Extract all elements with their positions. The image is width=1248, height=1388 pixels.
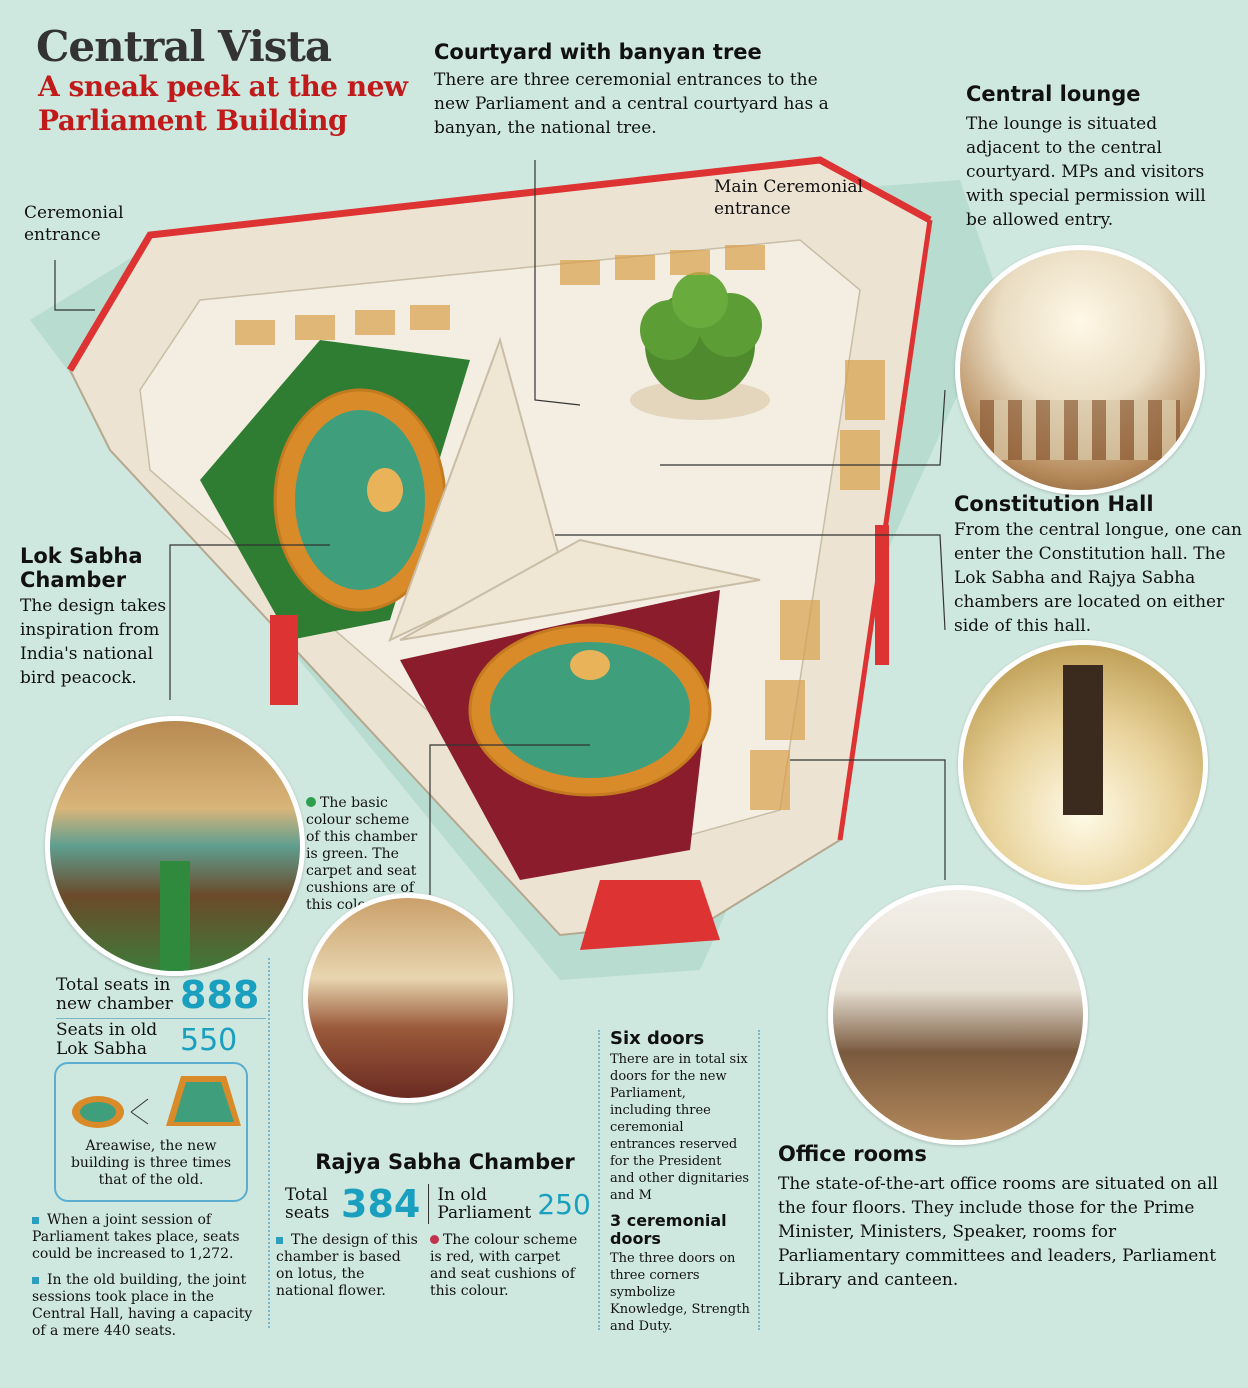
- lok-sabha-old-label: Seats in old Lok Sabha: [56, 1020, 158, 1059]
- lok-sabha-colour-text: The basic colour scheme of this chamber …: [306, 795, 418, 913]
- bullet-text: The colour scheme is red, with carpet an…: [430, 1232, 578, 1299]
- six-doors-heading: Six doors: [610, 1028, 705, 1049]
- main-entrance-label: Main Ceremonial entrance: [714, 177, 863, 219]
- lok-sabha-colour-note: The basic colour scheme of this chamber …: [306, 795, 426, 914]
- bullet-text: When a joint session of Parliament takes…: [32, 1212, 240, 1262]
- rajya-sabha-photo: [303, 893, 513, 1103]
- six-doors-text: There are in total six doors for the new…: [610, 1052, 750, 1203]
- rajya-sabha-old-label: In old Parliament: [437, 1185, 532, 1223]
- bullet-icon: [32, 1216, 39, 1224]
- page-title: Central Vista: [36, 22, 332, 71]
- central-lounge-heading: Central lounge: [966, 82, 1141, 106]
- central-lounge-block: Central lounge The lounge is situated ad…: [966, 82, 1226, 232]
- rajya-sabha-total-label: Total seats: [285, 1185, 330, 1223]
- divider: [598, 1030, 600, 1330]
- office-rooms-text: The state-of-the-art office rooms are si…: [778, 1174, 1218, 1290]
- constitution-hall-photo: [958, 640, 1208, 890]
- area-comparison-icon: [72, 1076, 241, 1128]
- page-subtitle: A sneak peek at the new Parliament Build…: [38, 70, 408, 137]
- ceremonial-doors-heading: 3 ceremonial doors: [610, 1211, 727, 1248]
- lok-sabha-bullet-2: In the old building, the joint sessions …: [32, 1272, 257, 1340]
- rajya-sabha-block: Rajya Sabha Chamber Total seats 384 In o…: [285, 1150, 605, 1226]
- central-lounge-text: The lounge is situated adjacent to the c…: [966, 114, 1206, 230]
- rajya-sabha-bullet-1: The design of this chamber is based on l…: [276, 1232, 421, 1300]
- rajya-sabha-old-value: 250: [537, 1187, 591, 1221]
- bullet-text: The design of this chamber is based on l…: [276, 1232, 418, 1299]
- constitution-hall-block: Constitution Hall From the central longu…: [954, 492, 1244, 638]
- bullet-icon: [276, 1236, 283, 1244]
- area-comparison-box: Areawise, the new building is three time…: [54, 1062, 248, 1202]
- building-illustration: [30, 156, 1000, 980]
- central-lounge-photo: [955, 245, 1205, 495]
- courtyard-heading: Courtyard with banyan tree: [434, 40, 762, 64]
- constitution-hall-text: From the central longue, one can enter t…: [954, 520, 1242, 636]
- courtyard-text: There are three ceremonial entrances to …: [434, 70, 829, 138]
- constitution-hall-heading: Constitution Hall: [954, 492, 1154, 516]
- lok-sabha-photo: [45, 716, 305, 976]
- lok-sabha-heading: Lok Sabha Chamber: [20, 544, 143, 592]
- ceremonial-entrance-label: Ceremonial entrance: [24, 203, 124, 245]
- lok-sabha-block: Lok Sabha Chamber The design takes inspi…: [20, 544, 190, 690]
- courtyard-block: Courtyard with banyan tree There are thr…: [434, 40, 854, 140]
- ceremonial-doors-text: The three doors on three corners symboli…: [610, 1251, 750, 1334]
- lok-sabha-stats: Total seats in new chamber 888 Seats in …: [56, 976, 266, 1059]
- red-dot-icon: [430, 1235, 439, 1244]
- bullet-text: In the old building, the joint sessions …: [32, 1272, 253, 1339]
- lok-sabha-old-value: 550: [180, 1023, 238, 1058]
- office-rooms-block: Office rooms The state-of-the-art office…: [778, 1142, 1218, 1292]
- area-comparison-note: Areawise, the new building is three time…: [70, 1138, 232, 1188]
- office-rooms-photo: [828, 885, 1088, 1145]
- bullet-icon: [32, 1276, 39, 1284]
- rajya-sabha-bullet-2: The colour scheme is red, with carpet an…: [430, 1232, 590, 1300]
- six-doors-block: Six doors There are in total six doors f…: [610, 1028, 750, 1335]
- rajya-sabha-total-value: 384: [341, 1182, 421, 1226]
- lok-sabha-bullet-1: When a joint session of Parliament takes…: [32, 1212, 257, 1263]
- green-dot-icon: [306, 797, 316, 807]
- office-rooms-heading: Office rooms: [778, 1142, 927, 1166]
- lok-sabha-text: The design takes inspiration from India'…: [20, 596, 167, 688]
- divider: [268, 958, 270, 1328]
- lok-sabha-total-value: 888: [180, 973, 260, 1017]
- lok-sabha-total-label: Total seats in new chamber: [56, 975, 173, 1014]
- rajya-sabha-heading: Rajya Sabha Chamber: [315, 1150, 575, 1174]
- divider: [758, 1030, 760, 1330]
